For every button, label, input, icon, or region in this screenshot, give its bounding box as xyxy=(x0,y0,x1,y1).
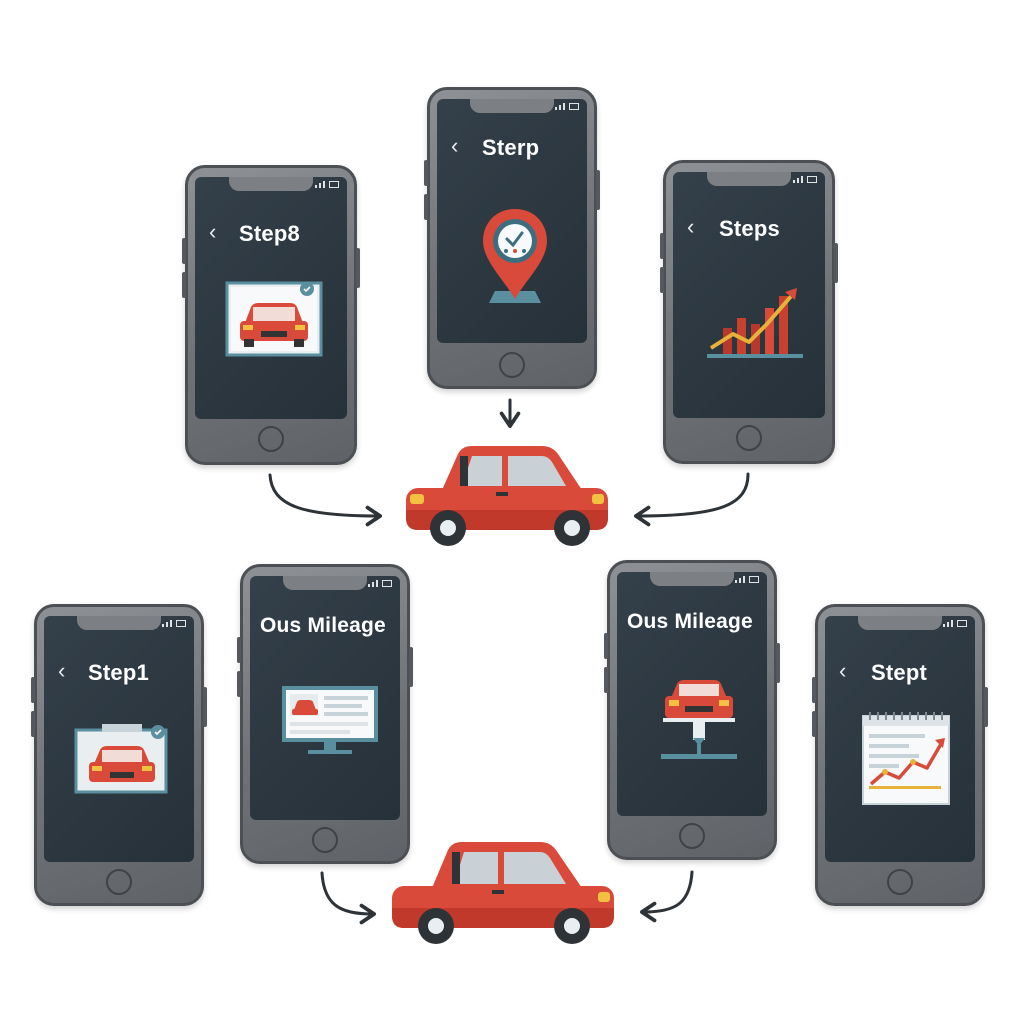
home-button[interactable] xyxy=(312,827,338,853)
phone-screen: ‹ Sterp xyxy=(437,99,587,343)
arrow-mileage-b-to-car xyxy=(640,870,694,923)
screen-title: Step8 xyxy=(239,221,300,246)
phone-stept: ‹ Stept xyxy=(812,604,988,906)
red-car-icon xyxy=(406,446,608,546)
screen-title: Steps xyxy=(719,216,780,241)
back-arrow-icon[interactable]: ‹ xyxy=(839,658,847,683)
status-bar-icons xyxy=(793,175,817,183)
arrow-steps-a-to-car xyxy=(268,473,382,527)
home-button[interactable] xyxy=(736,425,762,451)
status-bar-icons xyxy=(735,575,759,583)
phone-screen: ‹ Step1 xyxy=(44,616,194,862)
phone-steps-a: ‹ Step8 xyxy=(182,165,360,465)
home-button[interactable] xyxy=(887,869,913,895)
phone-screen: Ous Mileage xyxy=(617,572,767,816)
growth-bar-chart-icon xyxy=(707,288,803,358)
home-button[interactable] xyxy=(106,869,132,895)
car-lift-service-icon xyxy=(661,680,737,759)
screen-title: Stept xyxy=(871,660,927,685)
home-button[interactable] xyxy=(258,426,284,452)
home-button[interactable] xyxy=(679,823,705,849)
status-bar-icons xyxy=(555,102,579,110)
screen-title: Ous Mileage xyxy=(627,610,753,633)
screen-title: Sterp xyxy=(482,135,540,160)
phone-mileage-a: Ous Mileage xyxy=(237,564,413,864)
red-car-icon xyxy=(392,842,614,944)
back-arrow-icon[interactable]: ‹ xyxy=(451,133,459,158)
arrow-mileage-a-to-car xyxy=(320,871,376,925)
back-arrow-icon[interactable]: ‹ xyxy=(687,214,695,239)
phone-screen: ‹ Stept xyxy=(825,616,975,862)
phone-mileage-b: Ous Mileage xyxy=(604,560,780,860)
phone-screen: ‹ Step8 xyxy=(195,177,347,419)
status-bar-icons xyxy=(162,619,186,627)
phone-step1: ‹ Step1 xyxy=(31,604,207,906)
status-bar-icons xyxy=(943,619,967,627)
arrow-steps-c-to-car xyxy=(634,472,750,527)
status-bar-icons xyxy=(315,180,339,188)
car-photo-card-icon xyxy=(74,724,168,794)
calendar-trend-chart-icon xyxy=(862,712,950,805)
car-photo-card-icon xyxy=(225,281,323,357)
status-bar-icons xyxy=(368,579,392,587)
monitor-car-report-icon xyxy=(282,686,378,754)
phone-screen: Ous Mileage xyxy=(250,576,400,820)
phone-steps-c: ‹ Steps xyxy=(660,160,838,464)
back-arrow-icon[interactable]: ‹ xyxy=(58,658,66,683)
location-pin-clock-icon xyxy=(483,209,547,303)
home-button[interactable] xyxy=(499,352,525,378)
phone-steps-b: ‹ Sterp xyxy=(424,87,600,389)
back-arrow-icon[interactable]: ‹ xyxy=(209,219,217,244)
screen-title: Ous Mileage xyxy=(260,614,386,637)
phone-screen: ‹ Steps xyxy=(673,172,825,418)
screen-title: Step1 xyxy=(88,660,149,685)
